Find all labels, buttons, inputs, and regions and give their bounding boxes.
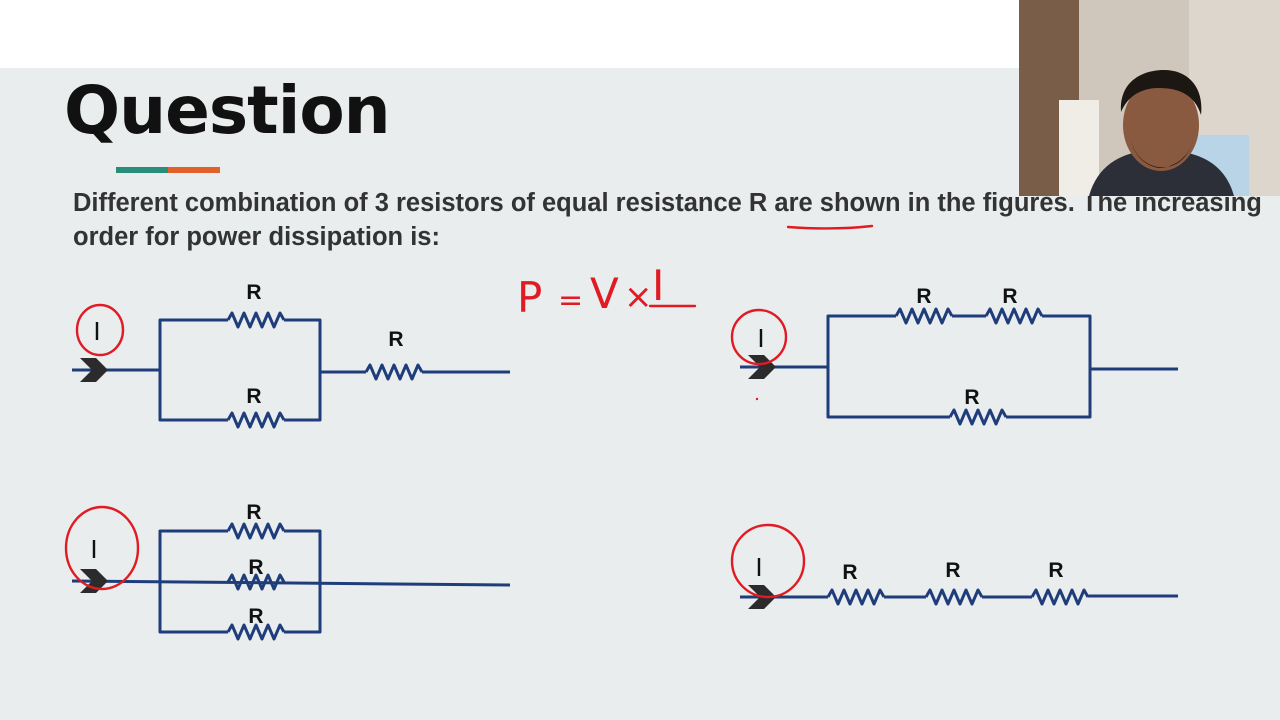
resistor-label: R — [246, 281, 261, 304]
svg-text:=: = — [558, 283, 583, 318]
resistor-label: R — [246, 385, 261, 408]
resistor-label: R — [388, 328, 403, 351]
resistor-label: R — [246, 501, 261, 524]
svg-text:V: V — [590, 269, 619, 318]
circuit-parallel-series — [72, 311, 510, 429]
presenter-webcam — [1019, 0, 1280, 196]
page-title: Question — [64, 72, 391, 149]
resistor-label: R — [916, 285, 931, 308]
current-arrow-icon — [80, 569, 108, 593]
title-accent-bar — [116, 167, 220, 173]
accent-teal — [116, 167, 168, 173]
resistor-label: R — [842, 561, 857, 584]
current-arrow-icon — [80, 358, 108, 382]
underline-annotation — [786, 224, 874, 230]
svg-text:P: P — [517, 273, 542, 322]
svg-text:×: × — [624, 277, 653, 317]
circle-annotation — [75, 303, 125, 357]
formula-annotation: P = V × I — [517, 261, 664, 322]
resistor-label: R — [1048, 559, 1063, 582]
handwritten-annotations — [64, 224, 874, 599]
current-label: I — [93, 316, 100, 346]
circle-annotation — [730, 523, 806, 599]
circle-annotation — [64, 505, 140, 591]
current-label: I — [757, 323, 764, 353]
resistor-label: R — [248, 556, 263, 579]
resistor-label: R — [1002, 285, 1017, 308]
circuit-series-in-parallel — [740, 307, 1178, 426]
resistor-label: R — [964, 386, 979, 409]
resistor-label: R — [248, 605, 263, 628]
circuit-three-parallel — [71, 522, 511, 641]
current-label: I — [90, 534, 97, 564]
current-label: I — [755, 552, 762, 582]
resistor-label: R — [945, 559, 960, 582]
circle-annotation — [730, 308, 788, 366]
svg-text:I: I — [652, 261, 664, 310]
accent-orange — [168, 167, 220, 173]
circuit-three-series — [740, 588, 1178, 606]
